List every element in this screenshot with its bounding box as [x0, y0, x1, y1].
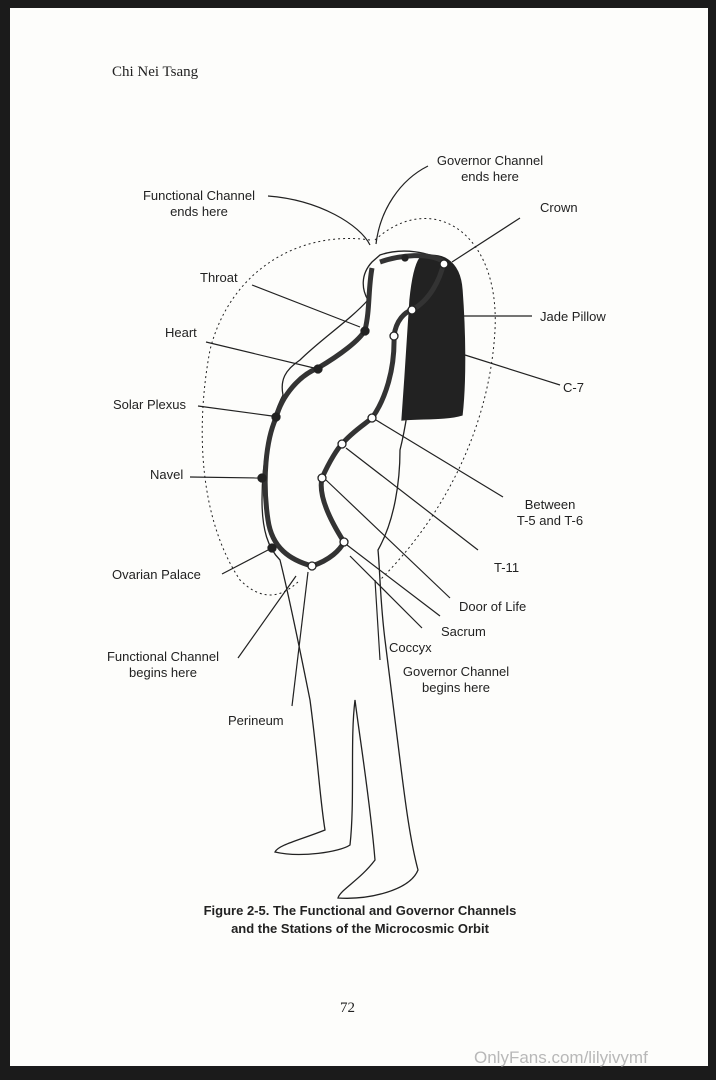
label-sacrum: Sacrum — [441, 624, 486, 639]
label-c7: C-7 — [563, 380, 584, 395]
leader-lines — [189, 165, 561, 707]
label-line: Governor Channel — [436, 153, 544, 168]
book-page — [10, 8, 708, 1066]
label-line: ends here — [461, 169, 519, 184]
caption-line: Figure 2-5. The Functional and Governor … — [203, 903, 517, 918]
label-line: T-5 and T-6 — [516, 513, 584, 528]
label-line: ends here — [170, 204, 228, 219]
label-jade-pillow: Jade Pillow — [540, 309, 606, 324]
label-ovarian-palace: Ovarian Palace — [112, 567, 201, 582]
label-navel: Navel — [150, 467, 184, 482]
label-line: Between — [524, 497, 576, 512]
label-coccyx: Coccyx — [389, 640, 432, 655]
label-crown: Crown — [540, 200, 578, 215]
page-number: 72 — [340, 1000, 355, 1016]
label-line: Functional Channel — [106, 649, 220, 664]
label-door-of-life: Door of Life — [459, 599, 527, 614]
label-line: begins here — [422, 680, 490, 695]
running-header: Chi Nei Tsang — [112, 64, 199, 80]
label-line: begins here — [129, 665, 197, 680]
figure-caption: Figure 2-5. The Functional and Governor … — [150, 902, 570, 938]
label-t11: T-11 — [494, 560, 520, 575]
label-line: Governor Channel — [402, 664, 510, 679]
label-line: Functional Channel — [142, 188, 256, 203]
functional-channel — [262, 267, 375, 569]
label-perineum: Perineum — [228, 713, 284, 728]
watermark: OnlyFans.com/lilyivymf — [474, 1048, 648, 1067]
hair — [401, 254, 466, 421]
label-throat: Throat — [200, 270, 238, 285]
stations — [257, 254, 449, 571]
orbit-path-back — [374, 218, 496, 581]
label-heart: Heart — [165, 325, 197, 340]
caption-line: and the Stations of the Microcosmic Orbi… — [231, 921, 489, 936]
label-solar-plexus: Solar Plexus — [113, 397, 186, 412]
